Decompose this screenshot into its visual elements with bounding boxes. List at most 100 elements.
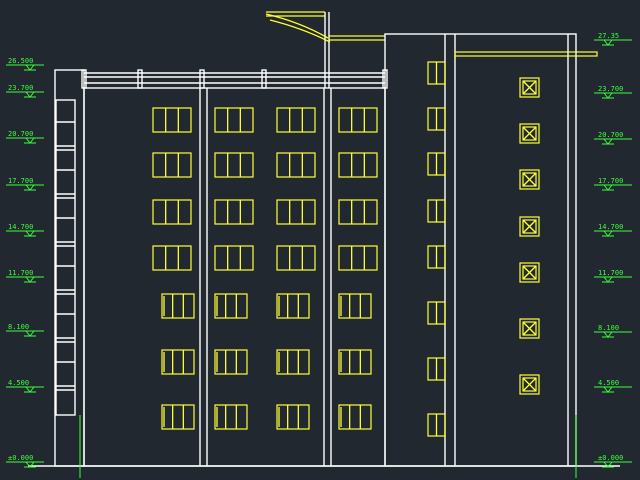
railing-post [81,69,87,89]
stair-tread [56,241,75,247]
railing-post [137,69,143,89]
window [214,199,254,225]
window [276,152,316,178]
vent-window [519,169,540,190]
window [152,199,192,225]
window [338,245,378,271]
main-block [83,87,386,467]
right-level-marker: 20.700 [594,131,632,145]
right-level-label: 14.700 [598,223,623,231]
left-level-marker: 4.500 [6,379,44,393]
window [152,152,192,178]
right-level-markers: 27.35 23.700 20.700 17.700 14.700 11.700 8.100… [594,32,632,468]
right-level-label: 27.35 [598,32,619,40]
slot-window [427,152,446,176]
window [338,349,372,375]
top-fascia [454,51,598,57]
right-level-marker: 17.700 [594,177,632,191]
right-level-marker: 8.100 [594,324,632,338]
stair-tread [56,145,75,151]
window [276,404,310,430]
stair-tread [56,385,75,391]
left-level-label: 14.700 [8,223,33,231]
left-level-label: 8.100 [8,323,29,331]
stair-steps [56,121,75,391]
right-level-marker: 27.35 [594,32,632,46]
right-level-label: 23.700 [598,85,623,93]
left-level-markers: 26.500 23.700 20.700 17.700 14.700 11.700 8.10… [6,57,44,468]
railing-post [261,69,267,89]
left-level-marker: ±0.000 [6,454,44,468]
window [214,107,254,133]
right-level-marker: 14.700 [594,223,632,237]
window [161,404,195,430]
right-level-label: 11.700 [598,269,623,277]
left-level-marker: 11.700 [6,269,44,283]
left-level-marker: 20.700 [6,130,44,144]
window [338,107,378,133]
window [338,404,372,430]
left-level-marker: 23.700 [6,84,44,98]
vent-window [519,374,540,395]
left-level-label: 23.700 [8,84,33,92]
railing-post [199,69,205,89]
window [214,152,254,178]
vent-window [519,77,540,98]
window [161,293,195,319]
right-level-label: 8.100 [598,324,619,332]
left-level-marker: 26.500 [6,57,44,71]
window-grid [152,107,378,430]
window [214,349,248,375]
stair-tread [56,289,75,295]
slot-window [427,357,446,381]
window [214,293,248,319]
left-level-label: 11.700 [8,269,33,277]
window [161,349,195,375]
right-level-label: 4.500 [598,379,619,387]
left-level-label: 17.700 [8,177,33,185]
stair-tread [56,337,75,343]
vent-window [519,123,540,144]
left-level-label: ±0.000 [8,454,33,462]
stair-tower [54,69,85,467]
right-block [384,33,598,467]
slot-window [427,61,446,85]
window [276,199,316,225]
window [276,349,310,375]
right-level-marker: 11.700 [594,269,632,283]
left-level-marker: 14.700 [6,223,44,237]
vent-windows [519,77,540,395]
right-level-marker: ±0.000 [594,454,632,468]
right-level-label: 17.700 [598,177,623,185]
left-level-marker: 17.700 [6,177,44,191]
slot-window [427,107,446,131]
vent-window [519,262,540,283]
window [276,293,310,319]
window [338,199,378,225]
slot-window [427,245,446,269]
window [152,107,192,133]
window [214,245,254,271]
right-level-label: ±0.000 [598,454,623,462]
slot-window [427,301,446,325]
window [152,245,192,271]
roof-railing [81,69,388,89]
stair-tread [56,193,75,199]
window [338,293,372,319]
right-level-marker: 23.700 [594,85,632,99]
left-level-label: 20.700 [8,130,33,138]
left-level-label: 4.500 [8,379,29,387]
window [276,107,316,133]
right-level-label: 20.700 [598,131,623,139]
slot-window [427,199,446,223]
left-level-label: 26.500 [8,57,33,65]
slot-windows [427,61,446,437]
window [214,404,248,430]
slot-window [427,413,446,437]
roof-canopy [265,11,385,88]
window [276,245,316,271]
vent-window [519,216,540,237]
window [338,152,378,178]
vent-window [519,318,540,339]
